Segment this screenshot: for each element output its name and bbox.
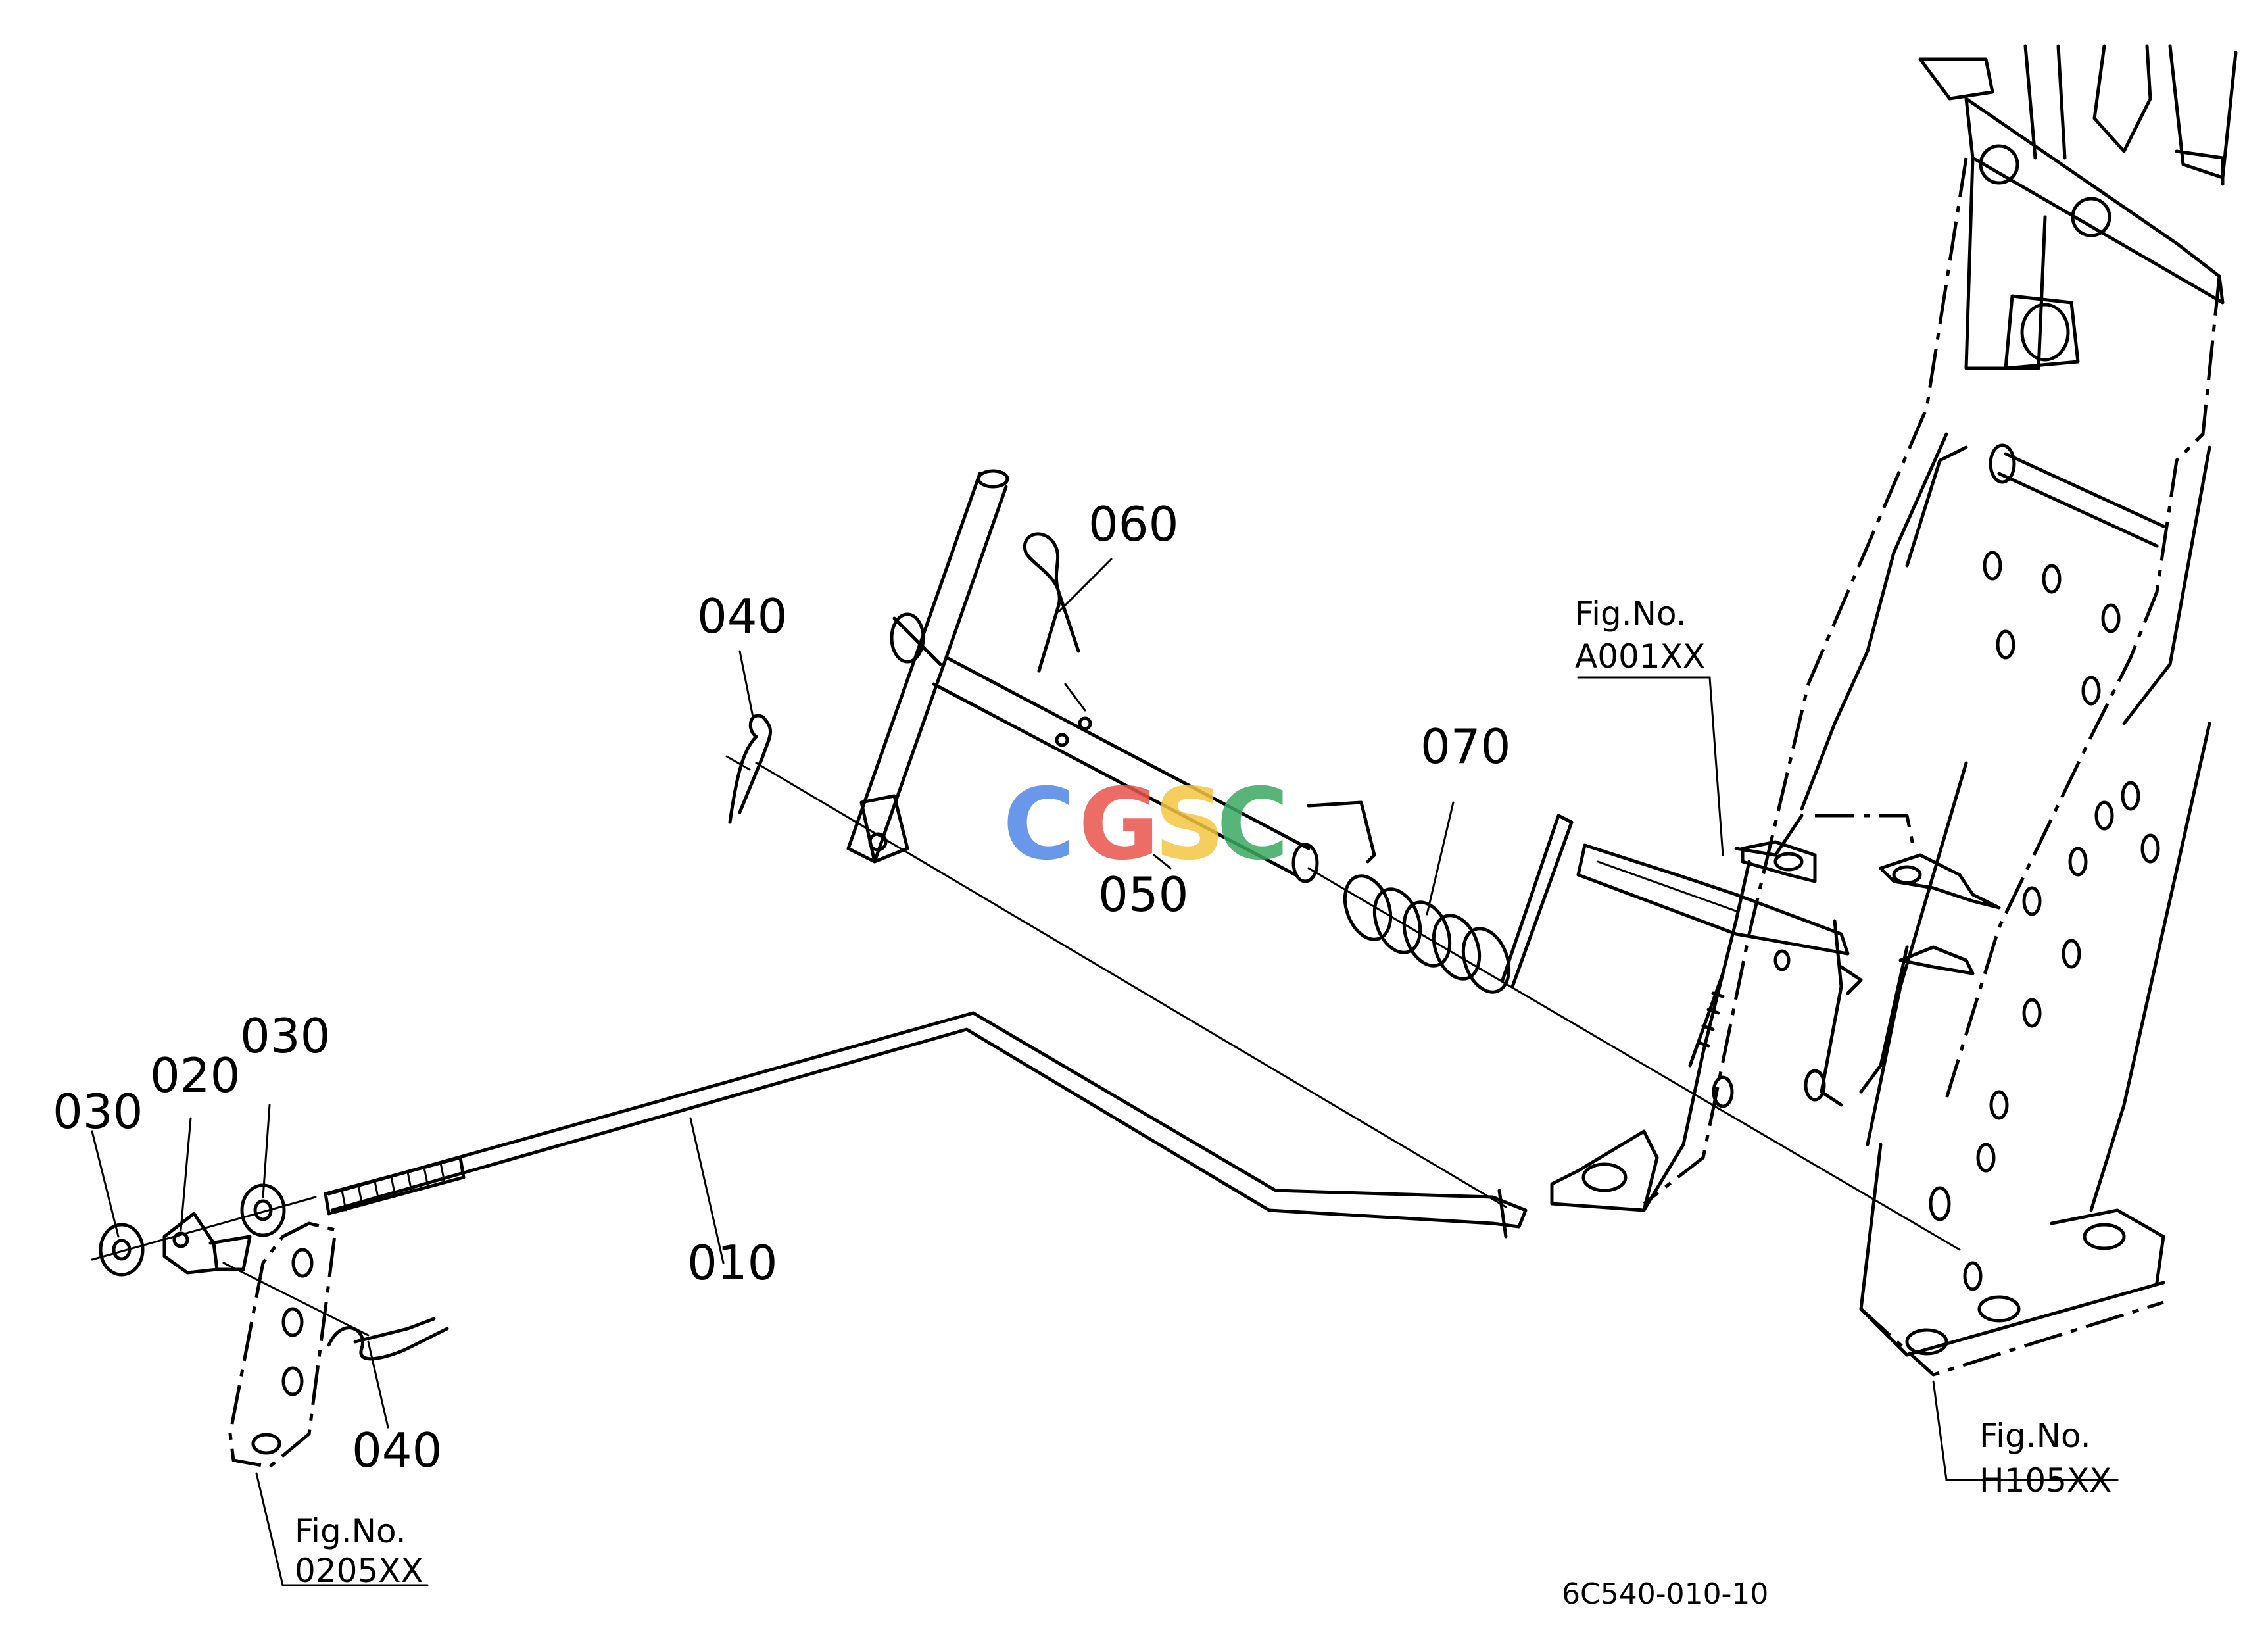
diagram-code: 6C540-010-10: [1562, 1577, 1768, 1611]
rod-010: [324, 1011, 1528, 1239]
callout-labels: 010 020 030 030 040 040 050 060 070: [53, 497, 1510, 1478]
frame-assembly: [1550, 44, 2238, 1377]
callout-070: 070: [1420, 719, 1510, 774]
watermark-letter: G: [1078, 768, 1159, 882]
fig-ref-label: Fig.No.: [295, 1512, 406, 1550]
figure-references: Fig.No. A001XX Fig.No. H105XX Fig.No. 02…: [295, 595, 2112, 1590]
leader-lines: [91, 558, 2119, 1586]
watermark-letter: C: [1217, 768, 1289, 882]
callout-060: 060: [1088, 497, 1178, 552]
callout-010: 010: [687, 1235, 777, 1291]
spring-070: [1307, 800, 1574, 994]
shaft-050: [846, 469, 1319, 883]
callout-030: 030: [240, 1008, 330, 1064]
watermark-letter: C: [1003, 768, 1075, 882]
watermark: C G S C: [1003, 768, 1289, 882]
watermark-letter: S: [1154, 768, 1225, 882]
clips-upper: [725, 532, 1961, 1251]
fig-ref-number: A001XX: [1575, 637, 1705, 676]
fig-ref-label: Fig.No.: [1575, 595, 1687, 633]
callout-040: 040: [352, 1423, 442, 1478]
callout-040: 040: [697, 589, 787, 644]
callout-050: 050: [1098, 867, 1188, 922]
fig-ref-number: 0205XX: [295, 1552, 423, 1590]
fig-ref-label: Fig.No.: [1979, 1417, 2091, 1455]
callout-020: 020: [150, 1048, 240, 1103]
fig-ref-number: H105XX: [1979, 1462, 2112, 1500]
callout-030: 030: [53, 1084, 143, 1139]
